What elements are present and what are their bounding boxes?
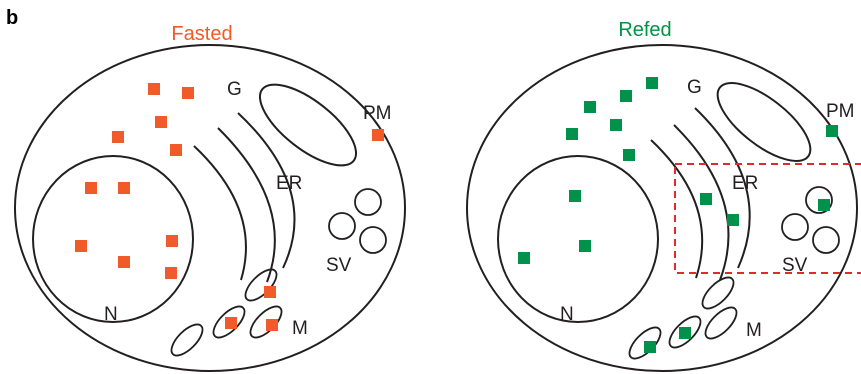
fasted-label-nucleus: N xyxy=(104,304,118,325)
refed-cell-membrane xyxy=(466,44,858,372)
refed-mitochondrion xyxy=(668,315,702,349)
fasted-marker xyxy=(166,235,178,247)
refed-vesicle xyxy=(781,213,809,241)
refed-marker xyxy=(518,252,530,264)
refed-title: Refed xyxy=(618,19,671,41)
refed-marker xyxy=(620,90,632,102)
refed-marker xyxy=(679,327,691,339)
fasted-marker xyxy=(112,131,124,143)
refed-er-arc xyxy=(650,139,704,279)
refed-marker xyxy=(584,101,596,113)
fasted-marker xyxy=(85,182,97,194)
fasted-er-arc xyxy=(217,127,276,283)
fasted-markers xyxy=(75,83,384,331)
fasted-cell-membrane xyxy=(14,44,406,372)
refed-mitochondrion xyxy=(704,306,738,340)
refed-marker xyxy=(646,77,658,89)
refed-marker xyxy=(818,199,830,211)
refed-marker xyxy=(727,214,739,226)
refed-marker xyxy=(623,149,635,161)
fasted-er-arc xyxy=(237,112,296,269)
fasted-marker xyxy=(182,87,194,99)
refed-highlight-box xyxy=(674,163,861,274)
fasted-label-er: ER xyxy=(276,173,302,194)
fasted-golgi xyxy=(258,83,358,167)
fasted-marker xyxy=(264,286,276,298)
fasted-mitochondrion xyxy=(170,323,204,357)
fasted-vesicle xyxy=(359,226,387,254)
fasted-er-arc xyxy=(193,145,247,281)
fasted-marker xyxy=(372,129,384,141)
fasted-marker xyxy=(266,319,278,331)
fasted-cell-panel: Fasted G PM ER SV N M xyxy=(14,23,406,372)
fasted-label-mito: M xyxy=(292,318,308,339)
refed-label-sv: SV xyxy=(782,255,808,276)
refed-golgi xyxy=(716,82,812,162)
fasted-label-pm: PM xyxy=(363,103,392,124)
refed-markers xyxy=(518,77,838,353)
refed-label-mito: M xyxy=(746,320,762,341)
refed-marker xyxy=(610,119,622,131)
fasted-title: Fasted xyxy=(171,23,232,45)
fasted-nucleus xyxy=(32,155,194,323)
refed-marker xyxy=(644,341,656,353)
fasted-mitochondrion xyxy=(244,268,278,302)
fasted-marker xyxy=(225,317,237,329)
refed-marker xyxy=(566,128,578,140)
refed-label-nucleus: N xyxy=(560,304,574,325)
refed-label-pm: PM xyxy=(826,101,855,122)
refed-marker xyxy=(700,193,712,205)
refed-marker xyxy=(569,190,581,202)
refed-vesicle xyxy=(805,186,833,214)
refed-marker xyxy=(579,240,591,252)
refed-label-golgi: G xyxy=(687,77,702,98)
fasted-vesicle xyxy=(354,188,382,216)
fasted-marker xyxy=(170,144,182,156)
refed-cell-panel: Refed G PM ER SV N M xyxy=(466,19,861,372)
fasted-marker xyxy=(118,182,130,194)
fasted-marker xyxy=(75,240,87,252)
fasted-marker xyxy=(148,83,160,95)
refed-label-er: ER xyxy=(732,173,758,194)
refed-vesicle xyxy=(812,226,840,254)
panel-letter: b xyxy=(6,7,18,29)
refed-mitochondrion xyxy=(701,276,735,310)
refed-er-arc xyxy=(673,124,730,281)
fasted-label-golgi: G xyxy=(227,79,242,100)
refed-nucleus xyxy=(497,155,659,323)
fasted-marker xyxy=(155,116,167,128)
fasted-label-sv: SV xyxy=(326,255,352,276)
fasted-marker xyxy=(165,267,177,279)
refed-marker xyxy=(826,125,838,137)
fasted-vesicle xyxy=(328,212,356,240)
refed-er-arc xyxy=(694,107,751,269)
fasted-marker xyxy=(118,256,130,268)
